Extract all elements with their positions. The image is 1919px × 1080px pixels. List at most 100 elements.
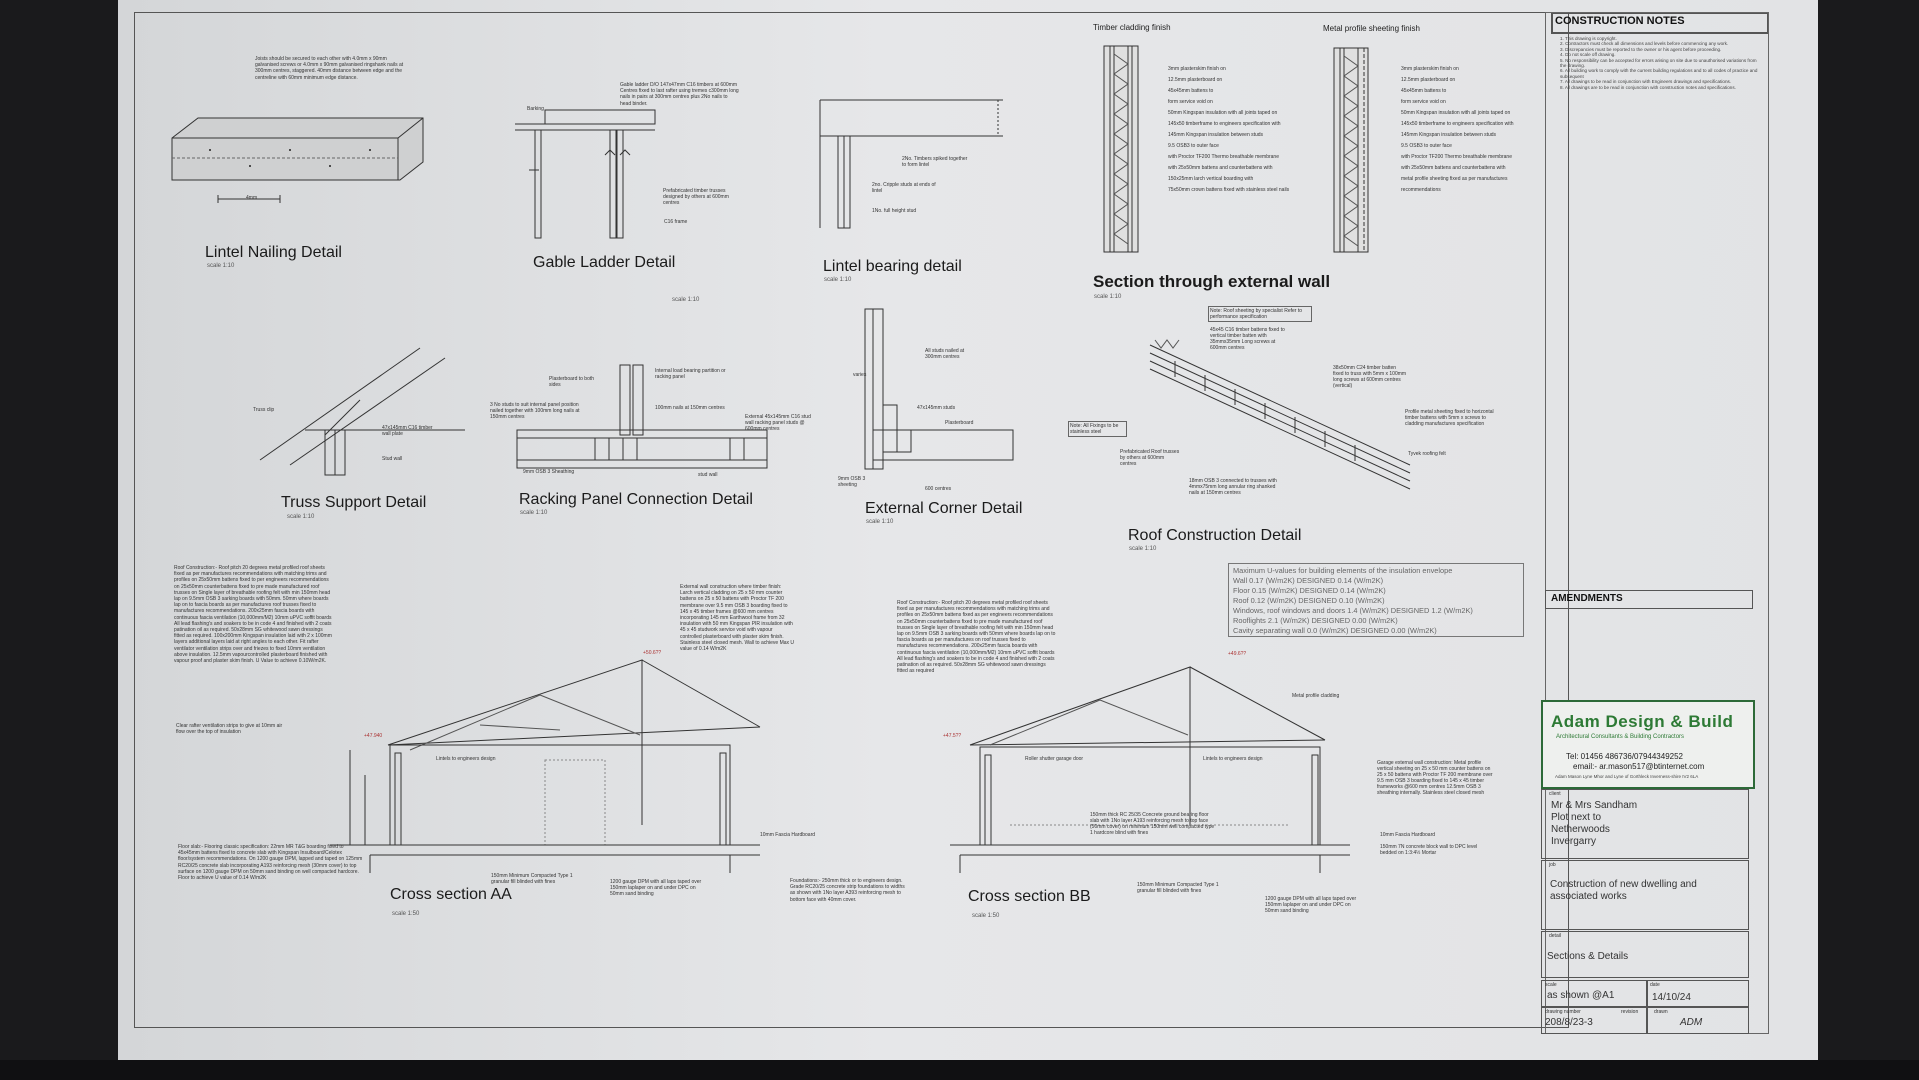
- drawing-no-label: drawing number: [1545, 1009, 1581, 1015]
- racking-3no: 3 No studs to suit internal panel positi…: [490, 402, 580, 420]
- external-wall-timber-layers: 3mm plasterskim finish on 12.5mm plaster…: [1168, 64, 1318, 196]
- section-aa-level-top: +50.6??: [643, 650, 662, 656]
- external-wall-timber-drawing: [1102, 44, 1140, 254]
- section-bb-title: Cross section BB: [968, 888, 1091, 905]
- lintel-bearing-timbers: 2No. Timbers spiked together to form lin…: [902, 156, 968, 168]
- detail-value: Sections & Details: [1547, 951, 1629, 962]
- timber-layer: with 25x50mm battens and counterbattens …: [1168, 165, 1273, 171]
- timber-layer: form service void on: [1168, 99, 1213, 105]
- external-corner-drawing: [855, 305, 1015, 470]
- lintel-bearing-drawing: [818, 96, 1008, 236]
- note-item: 3. Discrepancies must be reported to the…: [1560, 46, 1722, 52]
- construction-notes-heading: CONSTRUCTION NOTES: [1555, 15, 1685, 27]
- u-values-row: Wall 0.17 (W/m2K) DESIGNED 0.14 (W/m2K): [1233, 576, 1384, 585]
- metal-layer: 12.5mm plasterboard on: [1401, 77, 1456, 83]
- roof-osb: 18mm OSB 3 connected to trusses with 4mm…: [1189, 478, 1277, 496]
- job-box: [1541, 860, 1749, 930]
- company-email: email:- ar.mason517@btinternet.com: [1573, 762, 1705, 771]
- timber-layer: 150x25mm larch vertical boarding with: [1168, 176, 1254, 182]
- gable-ladder-note: Gable ladder D/O 147x47mm C16 timbers at…: [620, 82, 739, 107]
- metal-layer: with Proctor TF200 Thermo breathable mem…: [1401, 154, 1512, 160]
- client-line: Plot next to: [1551, 812, 1602, 823]
- lintel-nailing-dim: 4mm: [246, 195, 258, 201]
- section-aa-wall-note: External wall construction where timber …: [680, 584, 795, 653]
- amendments-heading: AMENDMENTS: [1551, 593, 1623, 604]
- external-wall-metal-drawing: [1332, 46, 1370, 254]
- gable-ladder-drawing: [505, 100, 665, 240]
- drawing-sheet: [134, 12, 1569, 1028]
- external-corner-osb: 9mm OSB 3 sheeting: [838, 476, 866, 488]
- timber-layer: 145mm Kingspan insulation between studs: [1168, 132, 1264, 138]
- metal-layer: form service void on: [1401, 99, 1446, 105]
- timber-layer: 75x50mm crown battens fixed with stainle…: [1168, 187, 1290, 193]
- racking-nails: 100mm nails at 150mm centres: [655, 405, 725, 411]
- u-values-table: Maximum U-values for building elements o…: [1228, 563, 1524, 637]
- detail-label: detail: [1549, 933, 1561, 939]
- note-item: 5. No responsibility can be accepted for…: [1560, 57, 1757, 69]
- section-bb-drawing: [950, 655, 1350, 880]
- section-bb-hardcore: 150mm Minimum Compacted Type 1 granular …: [1137, 882, 1219, 894]
- u-values-row: Cavity separating wall 0.0 (W/m2K) DESIG…: [1233, 626, 1437, 635]
- note-item: 8. All drawings are to be read in conjun…: [1560, 84, 1736, 90]
- external-corner-pb: Plasterboard: [945, 420, 974, 426]
- drawn-box: [1646, 1007, 1749, 1034]
- racking-osb: 9mm OSB 3 Sheathing: [523, 469, 575, 475]
- section-bb-block: 150mm 7N concrete block wall to DPC leve…: [1380, 844, 1478, 856]
- lintel-nailing-drawing: [170, 100, 430, 210]
- u-values-heading: Maximum U-values for building elements o…: [1233, 566, 1453, 575]
- section-aa-level-eave: +47.940: [364, 733, 383, 739]
- company-name: Adam Design & Build: [1551, 712, 1734, 731]
- roof-construction-drawing: [1145, 335, 1425, 500]
- company-tel: Tel: 01456 486736/07944349252: [1566, 752, 1683, 761]
- section-aa-vent-note: Clear rafter ventilation strips to give …: [176, 723, 283, 736]
- section-bb-metal: Metal profile cladding: [1292, 693, 1340, 699]
- section-bb-roller: Roller shutter garage door: [1025, 756, 1084, 762]
- external-corner-scale: scale 1:10: [866, 519, 894, 525]
- timber-layer: 12.5mm plasterboard on: [1168, 77, 1223, 83]
- external-corner-var: varies: [853, 372, 867, 378]
- detail-box: [1541, 931, 1749, 978]
- client-line: Netherwoods: [1551, 824, 1610, 835]
- note-item: 7. All drawings to be read in conjunctio…: [1560, 79, 1732, 85]
- company-tagline: Architectural Consultants & Building Con…: [1556, 734, 1685, 740]
- racking-int: Internal load bearing partition or racki…: [655, 368, 726, 380]
- metal-layer: metal profile sheeting fixed as per manu…: [1401, 176, 1508, 182]
- section-bb-fascia: 10mm Fascia Hardboard: [1380, 832, 1436, 838]
- construction-notes-list: 1. This drawing is copyright. 2. Contrac…: [1560, 36, 1760, 90]
- section-aa-lintel: Lintels to engineers design: [436, 756, 496, 762]
- metal-layer: 9.5 OSB3 to outer face: [1401, 143, 1452, 149]
- truss-support-drawing: [250, 340, 470, 480]
- drawn-label: drawn: [1654, 1009, 1668, 1015]
- amendments-box: [1545, 590, 1753, 609]
- racking-panel-drawing: [515, 360, 775, 480]
- lintel-bearing-title: Lintel bearing detail: [823, 258, 962, 275]
- racking-title: Racking Panel Connection Detail: [519, 491, 753, 508]
- external-wall-scale: scale 1:10: [1094, 294, 1122, 300]
- lintel-bearing-cripple: 2no. Cripple studs at ends of lintel: [872, 182, 936, 194]
- metal-layer: 145mm Kingspan insulation between studs: [1401, 132, 1497, 138]
- u-values-row: Roof 0.12 (W/m2K) DESIGNED 0.10 (W/m2K): [1233, 596, 1385, 605]
- section-bb-garage: Garage external wall construction: Metal…: [1377, 760, 1493, 796]
- section-aa-scale: scale 1:50: [392, 911, 420, 917]
- section-bb-scale: scale 1:50: [972, 913, 1000, 919]
- revision-label: revision: [1621, 1009, 1639, 1015]
- roof-sheet: Profile metal sheeting fixed to horizont…: [1405, 409, 1494, 427]
- monitor-bezel-bottom: [0, 1060, 1919, 1080]
- roof-trusses: Prefabricated Roof trusses by others at …: [1120, 449, 1180, 467]
- roof-scale: scale 1:10: [1129, 546, 1157, 552]
- roof-tyvek: Tyvek roofing felt: [1408, 451, 1446, 457]
- section-bb-level-top: +49.6??: [1228, 651, 1247, 657]
- company-logo-box: Adam Design & Build Architectural Consul…: [1541, 700, 1755, 789]
- lintel-nailing-title: Lintel Nailing Detail: [205, 244, 342, 261]
- u-values-row: Windows, roof windows and doors 1.4 (W/m…: [1233, 606, 1473, 615]
- timber-layer: 45x45mm battens to: [1168, 88, 1214, 94]
- date-value: 14/10/24: [1652, 992, 1691, 1003]
- metal-layer: with 25x50mm battens and counterbattens …: [1401, 165, 1506, 171]
- roof-battens: 45x45 C16 timber battens fixed to vertic…: [1210, 327, 1285, 351]
- client-label: client: [1549, 791, 1561, 797]
- u-values-row: Rooflights 2.1 (W/m2K) DESIGNED 0.00 (W/…: [1233, 616, 1398, 625]
- roof-note: Note: Roof sheeting by specialist Refer …: [1208, 306, 1312, 322]
- section-aa-dpm: 1200 gauge DPM with all laps taped over …: [610, 879, 702, 897]
- lintel-nailing-scale: scale 1:10: [207, 263, 235, 269]
- gable-ladder-scale: scale 1:10: [672, 297, 700, 303]
